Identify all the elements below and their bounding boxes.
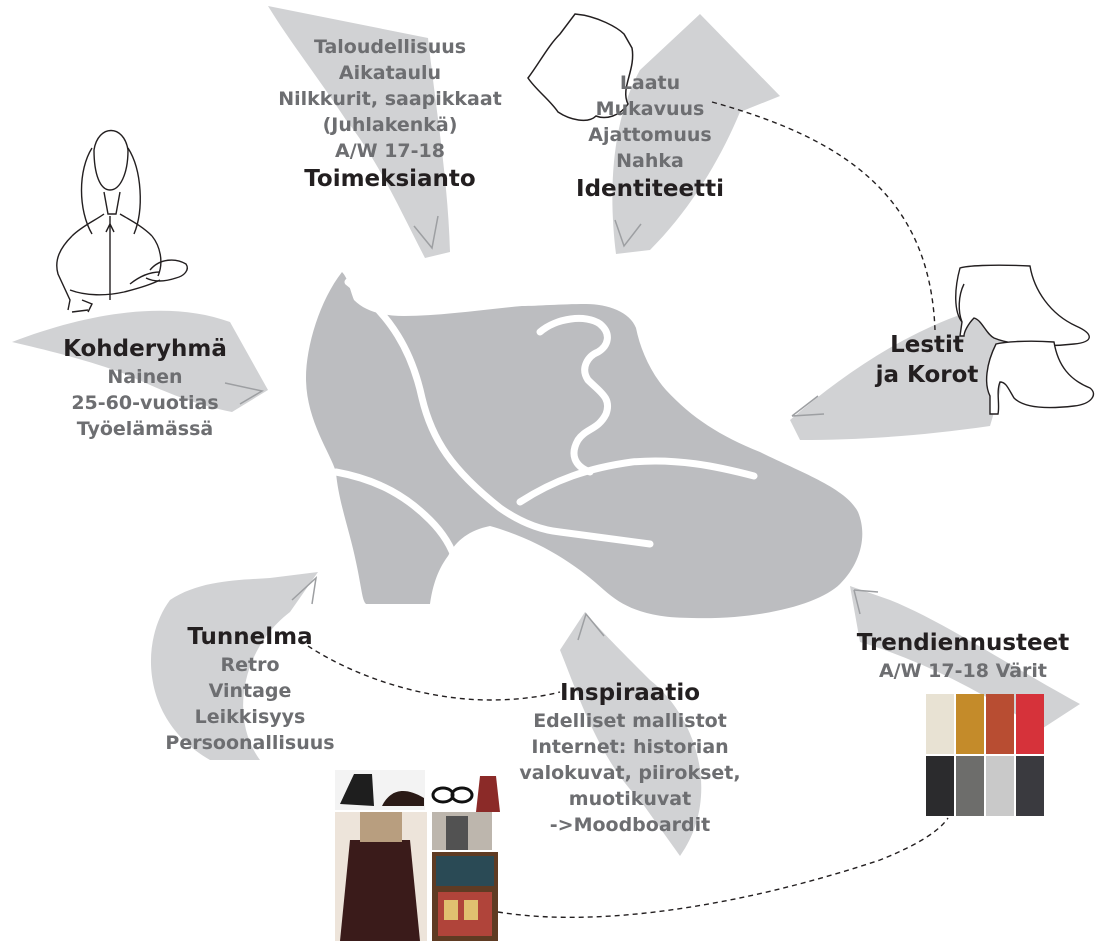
arrow-inspiraatio [560,612,702,856]
inspiraatio-title: Inspiraatio [559,680,701,706]
inspiraatio-item: Edelliset mallistot [533,710,727,732]
arrow-lestit [790,300,1010,440]
toimeksianto-item: Nilkkurit, saapikkaat [278,88,502,110]
tunnelma-item: Retro [220,654,280,676]
arrow-tunnelma [150,572,318,760]
lestit-title-line2: ja Korot [875,362,979,388]
toimeksianto-item: (Juhlakenkä) [322,114,458,136]
trendit-block: Trendiennusteet A/W 17-18 Värit [840,628,1086,684]
arrow-identiteetti [612,14,780,254]
identiteetti-item: Mukavuus [595,98,705,120]
inspiraatio-item: valokuvat, piirokset, [519,762,741,784]
kohderyhma-item: Nainen [107,366,183,388]
identiteetti-item: Nahka [616,150,684,172]
lestit-block: Lestit ja Korot [862,330,992,390]
color-swatch [986,756,1014,816]
inspiraatio-item: ->Moodboardit [549,814,711,836]
leather-hide-icon [527,13,634,122]
tunnelma-block: Tunnelma Retro Vintage Leikkisyys Persoo… [150,622,350,756]
color-swatch [926,756,954,816]
inspiraatio-item: muotikuvat [568,788,692,810]
kohderyhma-title: Kohderyhmä [63,336,227,362]
trendit-subtitle: A/W 17-18 Värit [878,660,1048,682]
color-swatch [1016,756,1044,816]
toimeksianto-item: A/W 17-18 [335,140,445,162]
lestit-title-line1: Lestit [890,332,964,358]
kohderyhma-item: Työelämässä [76,418,214,440]
woman-with-shoe-illustration [56,130,188,313]
toimeksianto-block: Taloudellisuus Aikataulu Nilkkurit, saap… [270,34,510,194]
trendit-title: Trendiennusteet [856,630,1070,656]
moodboard-collage [335,770,500,941]
color-swatch [956,694,984,754]
color-swatch [956,756,984,816]
toimeksianto-title: Toimeksianto [304,166,476,192]
arrow-kohderyhma [12,310,268,412]
color-swatch [926,694,954,754]
dashed-connector-tunnelma-inspiraatio [307,645,561,701]
tunnelma-item: Vintage [208,680,292,702]
tunnelma-item: Leikkisyys [194,706,306,728]
toimeksianto-item: Aikataulu [338,62,442,84]
kohderyhma-item: 25-60-vuotias [71,392,219,414]
identiteetti-item: Laatu [619,72,681,94]
last-shoe-bottom-illustration [985,340,1095,415]
trend-color-palette [926,694,1044,816]
main-shoe-illustration [306,272,863,619]
toimeksianto-item: Taloudellisuus [313,36,467,58]
dashed-connector-identiteetti-lestit [711,101,936,331]
identiteetti-item: Ajattomuus [588,124,712,146]
tunnelma-title: Tunnelma [187,624,313,650]
identiteetti-title: Identiteetti [576,176,724,202]
identiteetti-block: Laatu Mukavuus Ajattomuus Nahka Identite… [560,70,740,204]
arrow-toimeksianto [268,6,450,258]
kohderyhma-block: Kohderyhmä Nainen 25-60-vuotias Työelämä… [50,334,240,442]
color-swatch [1016,694,1044,754]
color-swatch [986,694,1014,754]
inspiraatio-block: Inspiraatio Edelliset mallistot Internet… [515,678,745,838]
dashed-connector-moodboard-trendit [497,817,949,919]
inspiraatio-item: Internet: historian [531,736,729,758]
tunnelma-item: Persoonallisuus [165,732,335,754]
